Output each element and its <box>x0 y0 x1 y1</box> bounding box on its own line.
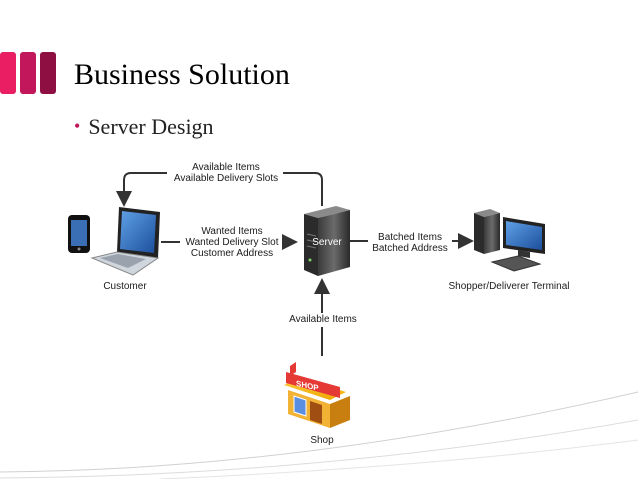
edge-label-server-to-customer: Available Items Available Delivery Slots <box>168 162 284 184</box>
node-label-terminal: Shopper/Deliverer Terminal <box>448 281 570 292</box>
shop-building-icon: SHOP <box>284 362 350 428</box>
node-label-shop: Shop <box>310 435 334 446</box>
edge-label-line: Batched Items <box>378 232 442 243</box>
accent-bar-2 <box>20 52 36 94</box>
accent-bar-3 <box>40 52 56 94</box>
edge-label-line: Available Delivery Slots <box>173 173 279 184</box>
laptop-icon <box>90 207 160 276</box>
edge-label-server-to-terminal: Batched Items Batched Address <box>367 232 453 254</box>
edge-label-line: Available Items <box>192 162 260 173</box>
slide-title: Business Solution <box>74 58 290 91</box>
edge-server-to-customer <box>116 172 323 207</box>
bullet-item: • Server Design <box>74 114 214 140</box>
edge-label-customer-to-server: Wanted Items Wanted Delivery Slot Custom… <box>180 226 284 259</box>
accent-bars <box>0 52 62 94</box>
bullet-text: Server Design <box>88 114 214 139</box>
edge-label-line: Wanted Delivery Slot <box>185 237 279 248</box>
edge-label-line: Batched Address <box>372 243 448 254</box>
edge-label-shop-to-server: Available Items <box>280 314 366 325</box>
bullet-icon: • <box>74 116 81 136</box>
server-icon <box>304 206 350 276</box>
edge-label-line: Wanted Items <box>201 226 263 237</box>
edge-label-line: Available Items <box>289 314 357 325</box>
edge-label-line: Customer Address <box>190 248 274 259</box>
accent-bar-1 <box>0 52 16 94</box>
desktop-computer-icon <box>474 209 545 272</box>
node-label-customer: Customer <box>103 281 147 292</box>
node-label-server: Server <box>312 237 342 248</box>
phone-icon <box>68 215 90 253</box>
